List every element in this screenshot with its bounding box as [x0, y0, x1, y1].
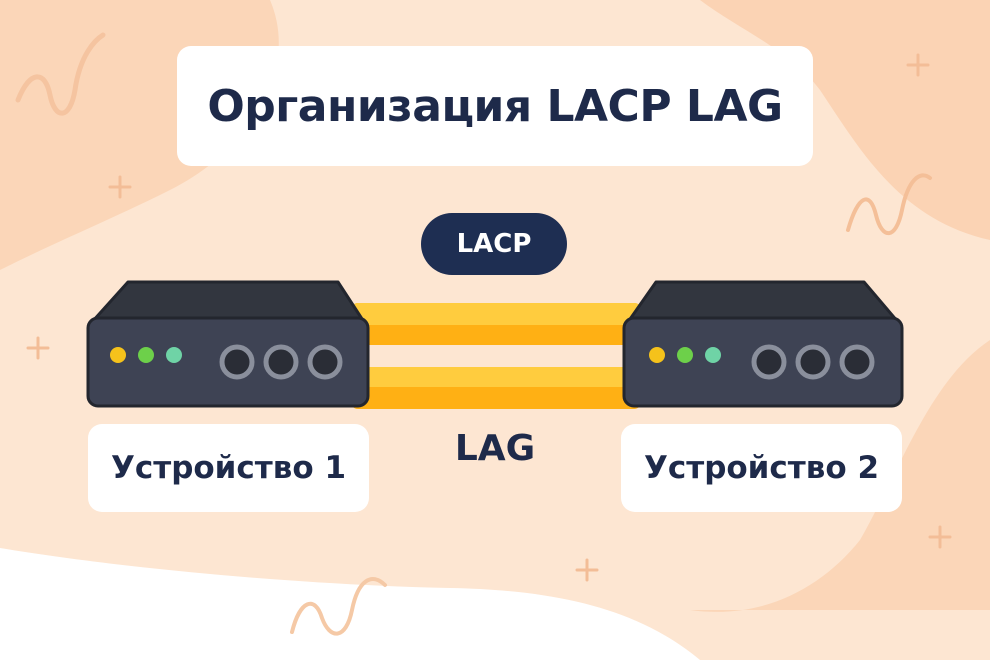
squiggle-right [846, 173, 932, 236]
network-port-icon [307, 344, 343, 380]
status-led-icon [705, 347, 721, 363]
network-port-icon [263, 344, 299, 380]
squiggle-top-left [15, 32, 106, 116]
device-top-panel [626, 280, 900, 324]
status-led-icon [110, 347, 126, 363]
background-blob-right [690, 340, 990, 612]
lag-links [350, 303, 642, 409]
lag-link-cable [350, 367, 642, 409]
plus-icon [575, 558, 599, 582]
plus-icon [906, 53, 930, 77]
squiggle-bottom [290, 577, 387, 636]
plus-icon [108, 175, 132, 199]
status-led-icon [677, 347, 693, 363]
status-led-icon [649, 347, 665, 363]
network-port-icon [751, 344, 787, 380]
lag-link-cable [350, 303, 642, 345]
network-port-icon [219, 344, 255, 380]
device-1-switch [86, 280, 370, 408]
lag-label: LAG [454, 427, 536, 469]
network-port-icon [795, 344, 831, 380]
plus-icon [26, 336, 50, 360]
status-led-icon [166, 347, 182, 363]
device-top-panel [90, 280, 366, 324]
page-title: Организация LACP LAG [177, 46, 813, 166]
device-2-switch [622, 280, 904, 408]
plus-icon [928, 525, 952, 549]
background-wave-bottom [0, 548, 700, 660]
device-2-label: Устройство 2 [621, 424, 902, 512]
lacp-badge: LACP [421, 213, 567, 275]
network-port-icon [839, 344, 875, 380]
device-1-label: Устройство 1 [88, 424, 369, 512]
status-led-icon [138, 347, 154, 363]
